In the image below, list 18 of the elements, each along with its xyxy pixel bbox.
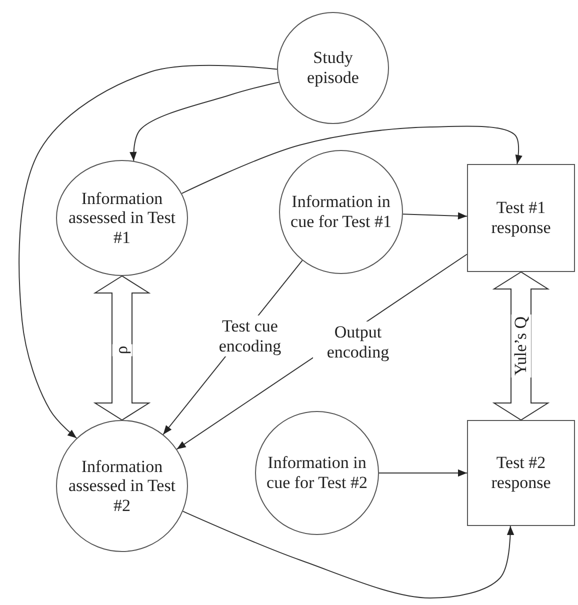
node-label: Information assessed in Test #2 xyxy=(67,456,177,516)
arrow xyxy=(130,82,280,162)
arrow xyxy=(378,469,468,477)
double-arrow xyxy=(93,275,151,421)
response-box xyxy=(467,164,575,272)
node-label: Information in cue for Test #1 xyxy=(290,192,392,232)
node-label: Test #1 response xyxy=(490,198,552,238)
node-label: Study episode xyxy=(306,48,360,88)
node-label: Test #2 response xyxy=(490,453,552,493)
arrow xyxy=(182,510,514,598)
response-box xyxy=(467,420,575,526)
arrow xyxy=(18,64,278,439)
edge-label: Yule’s Q xyxy=(511,314,531,378)
arrow xyxy=(402,212,468,220)
edge-label: ρ xyxy=(112,344,132,356)
node-label: Information assessed in Test #1 xyxy=(67,188,177,248)
node-label: Information in cue for Test #2 xyxy=(266,453,368,493)
arrow xyxy=(181,126,522,194)
